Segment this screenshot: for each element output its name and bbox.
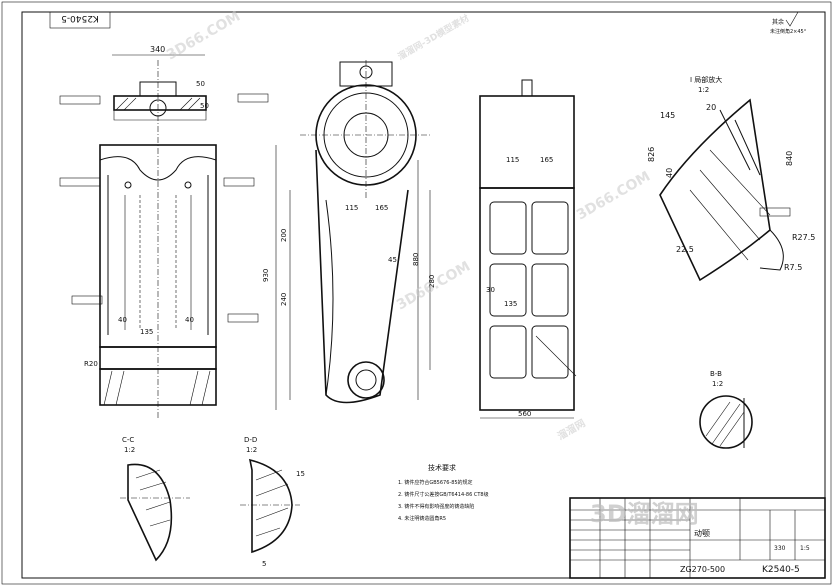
dim-930: 930 bbox=[262, 269, 270, 282]
dim-115b: 115 bbox=[506, 156, 519, 164]
detail-scale: 1:2 bbox=[698, 86, 709, 94]
dim-50a: 50 bbox=[196, 80, 205, 88]
title-block-part-name: 动颚 bbox=[694, 528, 710, 538]
tech-item-2: 2. 铸件尺寸公差按GB/T6414-86 CT8级 bbox=[398, 491, 489, 498]
section-b-scale: 1:2 bbox=[712, 380, 723, 388]
roughness-note: 其余 未注倒角2×45° bbox=[770, 11, 807, 35]
dim-135b: 135 bbox=[504, 300, 517, 308]
side-view: 115 165 45 930 240 200 880 280 bbox=[262, 60, 436, 410]
section-c-scale: 1:2 bbox=[124, 446, 135, 454]
watermark-3: 3D66.COM bbox=[394, 258, 473, 313]
code-box: K2540-5 bbox=[49, 11, 111, 29]
section-c-label: C-C bbox=[122, 436, 134, 444]
dim-R27: R27.5 bbox=[792, 233, 815, 242]
sheet-border-inner bbox=[21, 11, 826, 579]
detail-label: I 局部放大 bbox=[690, 75, 722, 84]
title-block-material: ZG270-500 bbox=[680, 565, 725, 574]
dim-880: 880 bbox=[412, 253, 420, 266]
front-view: 340 50 50 40 135 40 R20 bbox=[59, 45, 269, 420]
dim-15: 15 bbox=[296, 470, 305, 478]
dim-340: 340 bbox=[150, 45, 165, 54]
section-d-label: D-D bbox=[244, 436, 257, 444]
dim-30: 30 bbox=[486, 286, 495, 294]
watermarks: 3D66.COM 溜溜网-3D模型素材 3D66.COM 溜溜网 3D66.CO… bbox=[164, 8, 699, 528]
dim-135a: 135 bbox=[140, 328, 153, 336]
dim-280: 280 bbox=[428, 275, 436, 288]
rear-view: 560 115 135 30 165 bbox=[479, 79, 577, 419]
section-b: B-B 1:2 bbox=[699, 370, 753, 449]
title-block-scale: 1:5 bbox=[800, 545, 810, 552]
dim-560: 560 bbox=[518, 410, 531, 418]
technical-requirements: 技术要求 1. 铸件应符合GB5676-85的规定 2. 铸件尺寸公差按GB/T… bbox=[398, 463, 489, 522]
dim-40b: 40 bbox=[185, 316, 194, 324]
tech-item-3: 3. 铸件不得有影响强度的铸造缺陷 bbox=[398, 503, 474, 510]
dim-145: 145 bbox=[660, 111, 675, 120]
dim-R20: R20 bbox=[84, 360, 98, 368]
dim-40c: 40 bbox=[665, 168, 674, 178]
dim-5: 5 bbox=[262, 560, 266, 568]
tech-item-1: 1. 铸件应符合GB5676-85的规定 bbox=[398, 479, 473, 486]
dim-840: 840 bbox=[785, 151, 794, 166]
section-d-scale: 1:2 bbox=[246, 446, 257, 454]
dim-22: 22.5 bbox=[676, 245, 694, 254]
tech-item-4: 4. 未注明铸造圆角R5 bbox=[398, 515, 446, 522]
section-b-label: B-B bbox=[710, 370, 722, 378]
watermark-5: 3D66.COM bbox=[574, 168, 653, 223]
watermark-2: 溜溜网-3D模型素材 bbox=[396, 12, 472, 63]
brand-watermark: 3D溜溜网 bbox=[590, 500, 699, 528]
dim-115a: 115 bbox=[345, 204, 358, 212]
title-block-drawing-no: K2540-5 bbox=[762, 565, 800, 575]
dim-826: 826 bbox=[647, 147, 656, 162]
section-d: D-D 1:2 15 5 bbox=[240, 436, 305, 568]
dim-240: 240 bbox=[280, 293, 288, 306]
title-block: 动颚 330 1:5 ZG270-500 K2540-5 bbox=[569, 497, 826, 579]
dim-165b: 165 bbox=[540, 156, 553, 164]
dim-R75: R7.5 bbox=[784, 263, 802, 272]
dim-20: 20 bbox=[706, 103, 716, 112]
title-block-weight: 330 bbox=[774, 545, 786, 552]
dim-165: 165 bbox=[375, 204, 388, 212]
detail-view: I 局部放大 1:2 145 20 826 40 840 R27.5 R7.5 … bbox=[647, 75, 815, 282]
dim-50b: 50 bbox=[200, 102, 209, 110]
dim-45: 45 bbox=[388, 256, 397, 264]
code-box-label: K2540-5 bbox=[61, 13, 99, 23]
dim-40a: 40 bbox=[118, 316, 127, 324]
tech-title: 技术要求 bbox=[428, 463, 456, 472]
watermark-4: 溜溜网 bbox=[555, 416, 587, 442]
roughness-sub: 未注倒角2×45° bbox=[770, 28, 807, 35]
roughness-label: 其余 bbox=[772, 18, 784, 26]
section-c: C-C 1:2 bbox=[120, 436, 190, 562]
dim-200: 200 bbox=[280, 229, 288, 242]
